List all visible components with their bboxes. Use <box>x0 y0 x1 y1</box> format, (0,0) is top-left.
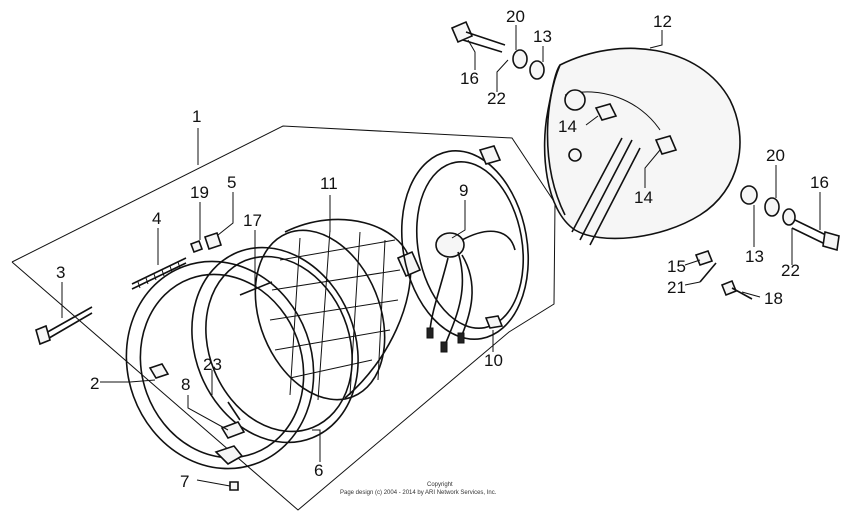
callout-2: 2 <box>90 374 99 393</box>
callout-6: 6 <box>314 461 323 480</box>
bottom-screw <box>229 481 239 491</box>
shell-bolt-lower <box>791 219 840 252</box>
adjusting-screw <box>131 257 187 290</box>
screw-part <box>720 279 753 300</box>
lamp-case <box>400 145 530 340</box>
clip-part <box>694 250 714 266</box>
callout-10: 10 <box>484 351 503 370</box>
callout-22-upper: 22 <box>487 89 506 108</box>
spring-plate <box>220 421 246 439</box>
callout-13-lower: 13 <box>745 247 764 266</box>
callout-1: 1 <box>192 107 201 126</box>
callout-19: 19 <box>190 183 209 202</box>
spring-part <box>699 262 717 283</box>
callout-15: 15 <box>667 257 686 276</box>
lock-washer-lower <box>782 208 796 226</box>
callout-21: 21 <box>667 278 686 297</box>
callout-20-lower: 20 <box>766 146 785 165</box>
callout-8: 8 <box>181 375 190 394</box>
collar-lower <box>740 185 758 205</box>
shell-bolt-upper <box>450 20 506 53</box>
callout-13-upper: 13 <box>533 27 552 46</box>
bulb-socket <box>426 230 516 353</box>
callout-11: 11 <box>320 174 338 193</box>
collar-upper <box>529 60 545 80</box>
copyright-line: Page design (c) 2004 - 2014 by ARI Netwo… <box>340 490 497 496</box>
leader-lines <box>61 25 821 487</box>
callout-9: 9 <box>459 181 468 200</box>
assembly-boundary <box>11 125 556 511</box>
sealed-beam-lamp <box>254 218 422 401</box>
long-screw <box>35 306 93 346</box>
nut-plate <box>203 231 223 251</box>
callout-23: 23 <box>203 355 222 374</box>
inner-ring <box>191 246 359 444</box>
callout-3: 3 <box>56 263 65 282</box>
small-screw <box>227 401 241 421</box>
callout-14-upper: 14 <box>558 117 577 136</box>
adjuster-screw <box>239 281 273 296</box>
callout-4: 4 <box>152 209 161 228</box>
callout-18: 18 <box>764 289 783 308</box>
rim-ring <box>125 260 315 470</box>
nut-part <box>189 239 204 254</box>
washer-lower <box>764 197 780 217</box>
headlight-shell <box>543 47 741 246</box>
callout-14-lower: 14 <box>634 188 653 207</box>
washer-upper <box>512 49 528 69</box>
callout-16-upper: 16 <box>460 69 479 88</box>
callout-17: 17 <box>243 211 262 230</box>
callout-7: 7 <box>180 472 189 491</box>
copyright-label: Copyright <box>427 482 453 488</box>
callout-20-upper: 20 <box>506 7 525 26</box>
callout-16-lower: 16 <box>810 173 829 192</box>
callout-12: 12 <box>653 12 672 31</box>
callout-5: 5 <box>227 173 236 192</box>
callout-22-lower: 22 <box>781 261 800 280</box>
